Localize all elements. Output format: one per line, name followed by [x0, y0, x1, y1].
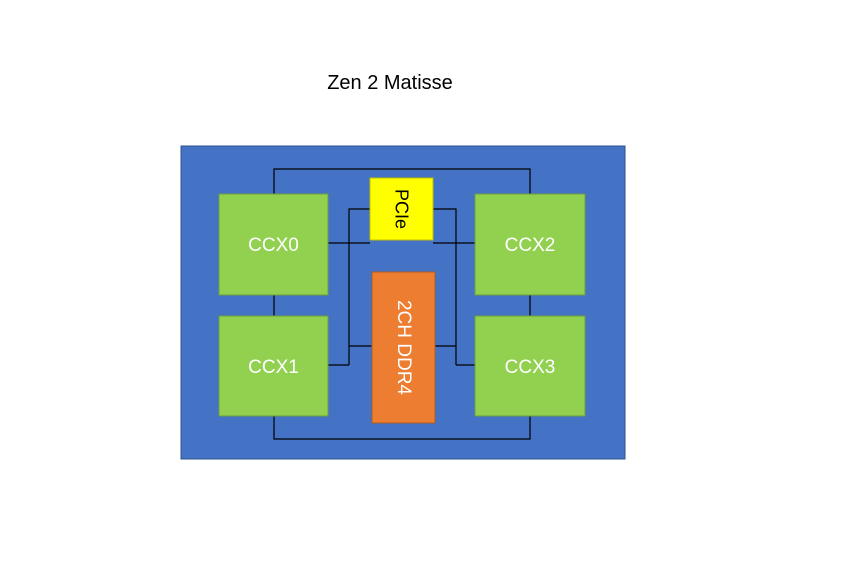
ccx2-block	[474, 193, 586, 296]
wire-right-bus	[433, 208, 457, 365]
ccx0-label: CCX0	[248, 235, 299, 256]
memory-block	[371, 271, 436, 424]
interconnect-wires	[273, 168, 531, 440]
pcie-label: PCIe	[392, 189, 412, 229]
wire-ccx1-ccx3-bottom	[273, 416, 531, 440]
ccx3-label: CCX3	[505, 357, 556, 378]
ccx3-block	[474, 315, 586, 417]
ccx1-block	[218, 315, 329, 417]
pcie-block	[369, 177, 434, 241]
ccx0-block	[218, 193, 329, 296]
wire-left-bus	[348, 208, 370, 365]
memory-label: 2CH DDR4	[393, 300, 414, 395]
ccx2-label: CCX2	[505, 235, 556, 256]
wire-ccx0-ccx2-top	[273, 168, 531, 194]
diagram-title: Zen 2 Matisse	[327, 72, 453, 94]
ccx1-label: CCX1	[248, 357, 299, 378]
